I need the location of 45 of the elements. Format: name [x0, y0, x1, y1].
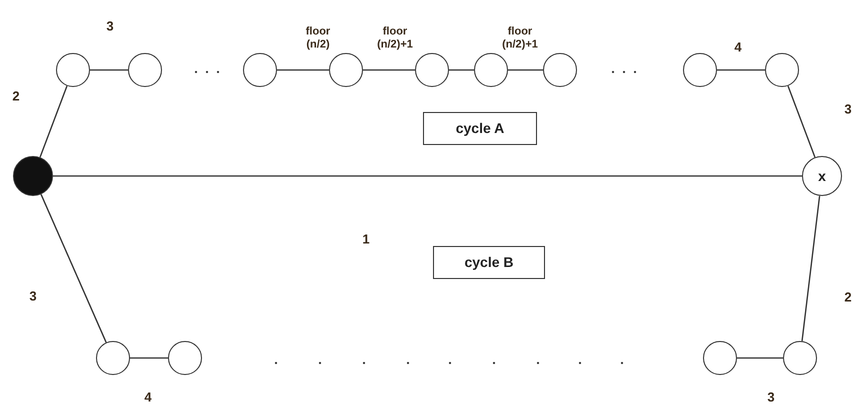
connector-line — [40, 194, 107, 343]
vertex-circle — [128, 53, 162, 87]
vertex-circle — [56, 53, 90, 87]
connector-line — [130, 357, 168, 359]
connector-line — [508, 69, 543, 71]
vertex-circle — [329, 53, 363, 87]
vertex-circle — [96, 341, 130, 375]
connector-line — [90, 69, 128, 71]
node-label: x — [818, 168, 826, 184]
edge-weight: floor (n/2)+1 — [502, 25, 538, 51]
connector-line — [787, 86, 816, 158]
vertex-circle — [703, 341, 737, 375]
cycle-label-box — [423, 112, 537, 144]
edge-weight: 1 — [362, 232, 370, 248]
edge-weight: 2 — [844, 290, 852, 306]
vertex-circle — [474, 53, 508, 87]
edge-weight: floor (n/2) — [306, 25, 330, 51]
connector-line — [449, 69, 474, 71]
edge-weight: 4 — [144, 390, 152, 406]
edge-weight: 3 — [844, 102, 852, 118]
connector-line — [801, 196, 820, 342]
connector-line — [53, 175, 802, 177]
vertex-circle — [415, 53, 449, 87]
edge-weight: 3 — [29, 290, 37, 304]
edge-weight: floor (n/2)+1 — [377, 25, 413, 51]
vertex-circle — [168, 341, 202, 375]
connector-line — [737, 357, 783, 359]
vertex-circle — [683, 53, 717, 87]
node-label: cycle A — [456, 120, 504, 136]
filled-vertex — [13, 156, 53, 196]
edge-weight: 2 — [12, 90, 20, 104]
connector-line — [363, 69, 415, 71]
edge-weight: 4 — [734, 40, 742, 56]
connector-line — [717, 69, 765, 71]
connector-line — [39, 86, 68, 158]
cycle-label-box — [433, 246, 545, 278]
edge-weight: 3 — [106, 20, 114, 34]
vertex-circle — [802, 156, 842, 196]
vertex-circle — [543, 53, 577, 87]
node-label: cycle B — [464, 254, 514, 270]
vertex-circle — [765, 53, 799, 87]
vertex-circle — [783, 341, 817, 375]
edge-weight: 3 — [767, 390, 775, 406]
vertex-circle — [243, 53, 277, 87]
connector-line — [277, 69, 329, 71]
